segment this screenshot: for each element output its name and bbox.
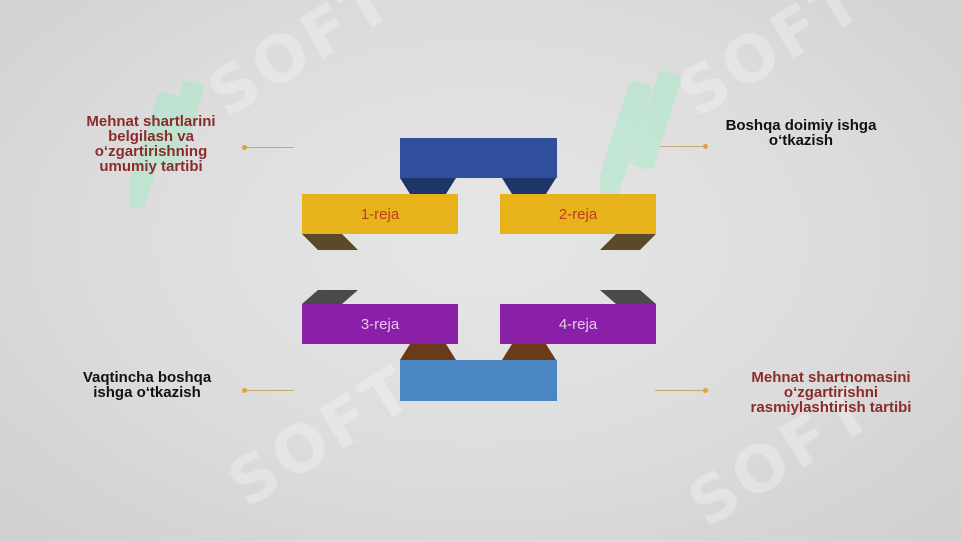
leader-line-bottom-left [244, 390, 294, 391]
callout-bottom-right: Mehnat shartnomasini o‘zgartirishni rasm… [750, 369, 912, 416]
block-3: 3-reja [302, 304, 458, 344]
block-3-label: 3-reja [360, 315, 400, 333]
bottom-steel-bar [400, 360, 557, 401]
block4-shadow [600, 290, 656, 304]
leader-line-top-right [660, 146, 706, 147]
leader-dot-bottom-right [703, 388, 708, 393]
leader-line-bottom-right [655, 390, 705, 391]
top-right-connector [502, 178, 556, 194]
block-4-label: 4-reja [558, 315, 598, 333]
block-2: 2-reja [500, 194, 656, 234]
leader-dot-bottom-left [242, 388, 247, 393]
top-left-connector [400, 178, 456, 194]
block2-shadow [600, 234, 656, 250]
callout-bottom-left: Vaqtincha boshqa ishga o‘tkazish [82, 369, 212, 401]
block-1-label: 1-reja [360, 205, 400, 223]
leader-dot-top-left [242, 145, 247, 150]
leader-line-top-left [244, 147, 294, 148]
bottom-right-connector [502, 344, 556, 360]
callout-top-left: Mehnat shartlarini belgilash va o‘zgarti… [86, 113, 216, 175]
leader-dot-top-right [703, 144, 708, 149]
top-navy-bar [400, 138, 557, 178]
block-1: 1-reja [302, 194, 458, 234]
block-4: 4-reja [500, 304, 656, 344]
block1-shadow [302, 234, 358, 250]
block-2-label: 2-reja [558, 205, 598, 223]
callout-top-right: Boshqa doimiy ishga o‘tkazish [725, 117, 877, 149]
bottom-left-connector [400, 344, 456, 360]
block3-shadow [302, 290, 358, 304]
